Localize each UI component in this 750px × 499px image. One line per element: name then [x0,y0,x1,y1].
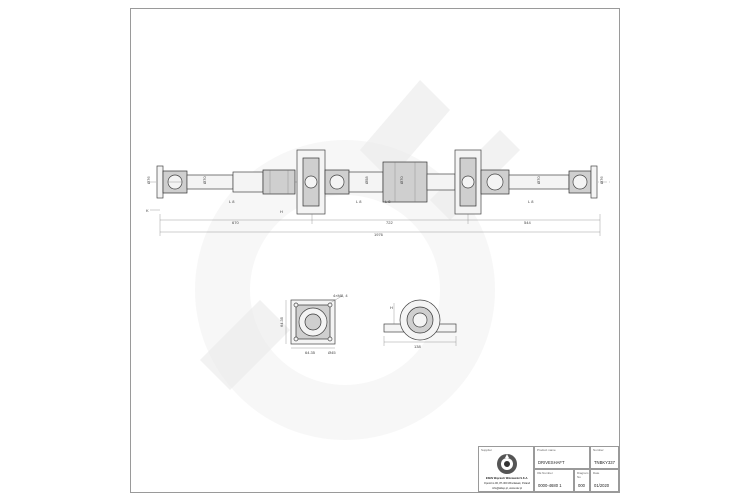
dim-d-left-inner: Ø70 [202,176,207,184]
date-cell: Date 01/2020 [590,469,619,492]
marker-k: K [146,208,149,213]
qty-value: 000 [578,483,585,488]
dim-seg-left: 670 [232,220,239,225]
left-flange [156,165,164,199]
product-cell: Product name DRIVESHAFT [534,446,590,469]
watermark-logo [195,80,520,440]
middle-tube-2 [426,173,456,191]
dim-d-left: Ø76 [146,176,151,184]
oe-value: 0000-4680 1 [538,483,562,488]
dim-width: 138 [414,344,421,349]
right-flange [590,165,598,199]
dim-l2: L 8 [356,199,362,204]
bearing-front-view: 4×M8, 4 64.35 64.35 Ø45 [279,293,348,355]
middle-coupling [382,161,428,203]
dim-d-mid: Ø58 [364,176,369,184]
marker-h: H [280,209,283,214]
number-caption: Number [593,448,604,452]
qty-cell: Diagram No 000 [574,469,590,492]
dim-bolt: 4×M8, 4 [333,293,348,298]
title-block: Supplier ESEN Wojciech Wiśniewski S.K.A.… [478,446,619,492]
product-caption: Product name [537,448,556,452]
company-logo-icon [497,454,517,474]
qty-caption: Diagram No [577,471,589,479]
date-value: 01/2020 [594,483,610,488]
number-value: TNBKY337 [594,460,615,465]
number-cell: Number TNBKY337 [590,446,619,469]
marker-h-side: H [390,305,393,310]
oe-caption: OE Number [537,471,553,475]
dim-l3: L 8 [385,199,391,204]
dim-seg-right: 544 [524,220,531,225]
dim-l4: L 8 [528,199,534,204]
bearing-side-view: H 138 [383,299,457,349]
company-address: Opoczno 06, 87-300 Wincławek, Poland [483,482,531,485]
date-caption: Date [593,471,600,475]
sliding-joint [232,171,264,193]
dim-bore: Ø45 [328,350,336,355]
dim-d-right-inner: Ø70 [536,176,541,184]
company-caption: Supplier [481,448,493,452]
left-tube [186,174,234,190]
company-cell: Supplier ESEN Wojciech Wiśniewski S.K.A.… [478,446,534,492]
dim-total: 1976 [374,232,384,237]
company-web: info@sklep.pl, www.skv.pl [492,487,522,490]
company-name: ESEN Wojciech Wiśniewski S.K.A. [485,477,529,480]
oe-cell: OE Number 0000-4680 1 [534,469,574,492]
driveshaft-view: Ø76 Ø70 Ø58 Ø70 Ø70 Ø76 L 8 L 8 L 8 L 8 … [146,149,612,237]
product-name: DRIVESHAFT [538,460,565,465]
dim-l1: L 8 [229,199,235,204]
dim-d-mid2: Ø70 [399,176,404,184]
dim-seg-mid: 722 [386,220,393,225]
dim-d-right: Ø76 [599,176,604,184]
left-coupling [262,169,296,195]
dim-side-v: 64.35 [279,316,284,327]
dim-side: 64.35 [305,350,316,355]
